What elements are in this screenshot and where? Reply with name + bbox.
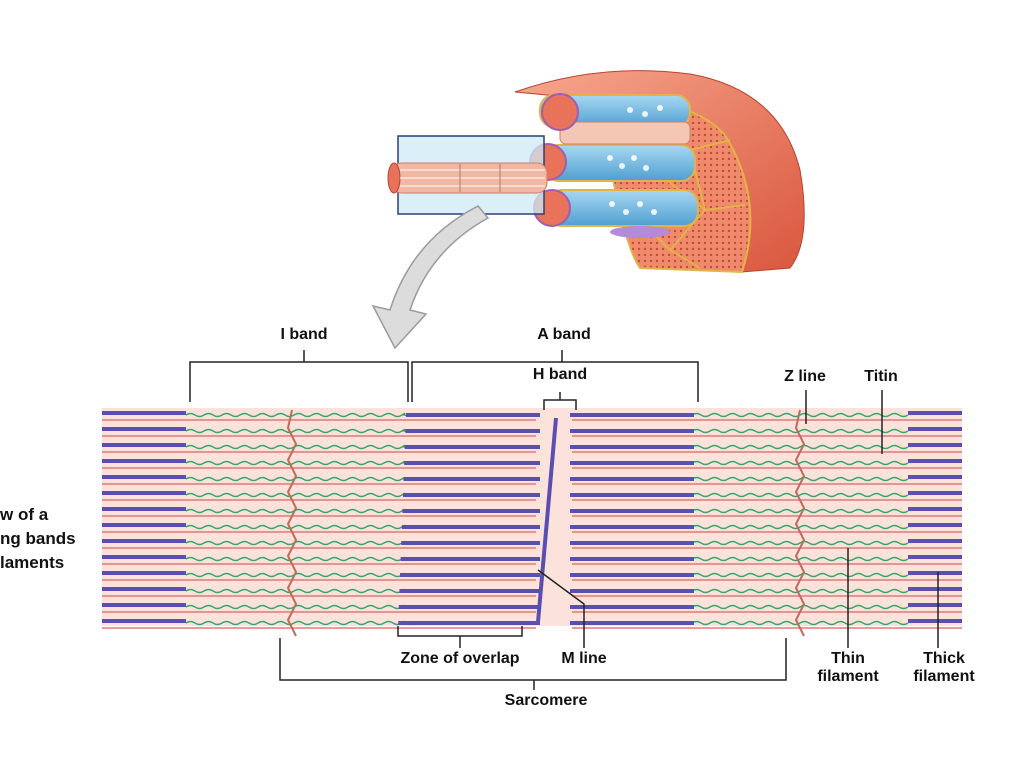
thick-filament-label-line2: filament xyxy=(913,668,975,686)
titin-filament xyxy=(185,412,411,418)
thin-filaments xyxy=(102,419,962,629)
a-band-label: A band xyxy=(537,326,591,343)
thick-filaments xyxy=(102,411,962,625)
titin-filament xyxy=(185,588,411,594)
annotation-brackets xyxy=(189,350,939,690)
titin-filament xyxy=(185,460,411,466)
titin-filament xyxy=(185,572,411,578)
titin-label: Titin xyxy=(864,368,898,385)
titin-filament xyxy=(691,556,909,562)
sarcomere-bracket xyxy=(279,638,787,690)
muscle-fiber-cutaway xyxy=(387,70,805,274)
thick-filament-label-line1: Thick xyxy=(923,650,965,667)
z-line-label: Z line xyxy=(784,368,826,385)
titin-filaments xyxy=(185,412,909,626)
titin-filament xyxy=(185,620,411,626)
titin-filament xyxy=(185,476,411,482)
cropped-side-caption-line2: ng bands xyxy=(0,529,76,548)
cropped-side-caption-line1: w of a xyxy=(0,505,49,524)
h-band-bracket xyxy=(543,392,577,410)
a-band-bracket xyxy=(411,350,699,402)
t-tubule-pores xyxy=(607,105,663,215)
titin-filament xyxy=(185,492,411,498)
titin-filament xyxy=(185,428,411,434)
zoom-arrow-icon xyxy=(371,205,490,350)
sarcomere-background xyxy=(102,408,962,626)
titin-filament xyxy=(691,540,909,546)
titin-filament xyxy=(185,556,411,562)
cropped-side-caption-line3: laments xyxy=(0,553,65,572)
m-line-label: M line xyxy=(561,650,607,667)
titin-filament xyxy=(691,588,909,594)
titin-filament xyxy=(691,620,909,626)
z-lines xyxy=(286,409,806,637)
titin-filament xyxy=(185,540,411,546)
titin-filament xyxy=(691,460,909,466)
titin-filament xyxy=(691,476,909,482)
titin-filament xyxy=(185,524,411,530)
titin-filament xyxy=(691,572,909,578)
titin-filament xyxy=(691,412,909,418)
titin-filament xyxy=(691,492,909,498)
titin-filament xyxy=(691,444,909,450)
m-line xyxy=(536,417,558,623)
zone-of-overlap-label: Zone of overlap xyxy=(400,650,520,667)
thin-filament-label-line1: Thin xyxy=(831,650,865,667)
thin-filament-label: Thin filament xyxy=(817,650,878,687)
overlap-bracket xyxy=(397,626,523,648)
titin-filament xyxy=(185,604,411,610)
m-line xyxy=(536,417,558,623)
titin-filament xyxy=(185,508,411,514)
titin-filament xyxy=(691,524,909,530)
extended-myofibril xyxy=(387,162,548,194)
titin-filament xyxy=(691,428,909,434)
i-band-label: I band xyxy=(280,326,328,343)
thick-filament-label: Thick filament xyxy=(913,650,974,687)
sarcomere-label: Sarcomere xyxy=(504,692,588,709)
z-line xyxy=(286,409,298,637)
thin-filament-label-line2: filament xyxy=(817,668,879,686)
cropped-side-caption: w of a ng bands laments xyxy=(0,503,76,575)
m-line-leader xyxy=(537,569,585,648)
myofibril-bundles xyxy=(529,93,699,238)
titin-filament xyxy=(691,508,909,514)
titin-filament xyxy=(185,444,411,450)
i-band-bracket xyxy=(189,350,409,402)
titin-filament xyxy=(691,604,909,610)
h-band-label: H band xyxy=(532,366,588,383)
z-line xyxy=(794,409,806,637)
